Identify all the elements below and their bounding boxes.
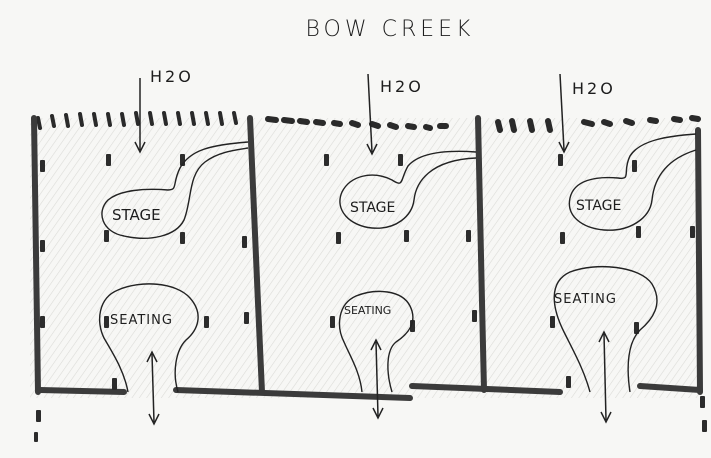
site-panel-2: H2O STAGE SEATING	[338, 73, 477, 420]
stage-outline	[339, 150, 477, 229]
access-arrow	[598, 330, 612, 424]
seating-outline	[553, 266, 658, 393]
water-arrow	[558, 73, 570, 154]
water-arrow	[366, 73, 378, 156]
seating-outline	[338, 290, 414, 393]
stage-label: STAGE	[350, 200, 395, 216]
water-label: H2O	[380, 77, 424, 96]
access-arrow	[370, 338, 384, 420]
ground-shading	[30, 118, 700, 398]
shoreline	[36, 111, 701, 133]
stage-outline	[568, 133, 697, 231]
stage-label: STAGE	[576, 198, 621, 214]
site-panel-1: H2O STAGE SEATING	[98, 67, 249, 426]
site-markers	[34, 154, 707, 442]
site-walls	[31, 115, 703, 395]
access-arrow	[146, 350, 160, 426]
seating-label: SEATING	[554, 292, 617, 307]
water-label: H2O	[572, 79, 616, 98]
sketch-title: BOW CREEK	[306, 17, 475, 42]
stage-label: STAGE	[112, 206, 161, 224]
stage-outline	[101, 141, 249, 239]
water-arrow	[134, 78, 146, 154]
seating-outline	[98, 283, 199, 393]
seating-label: SEATING	[344, 304, 391, 317]
site-panel-3: H2O STAGE SEATING	[553, 73, 697, 424]
water-label: H2O	[150, 67, 194, 86]
seating-label: SEATING	[110, 313, 173, 328]
bottom-boundary	[37, 383, 703, 401]
